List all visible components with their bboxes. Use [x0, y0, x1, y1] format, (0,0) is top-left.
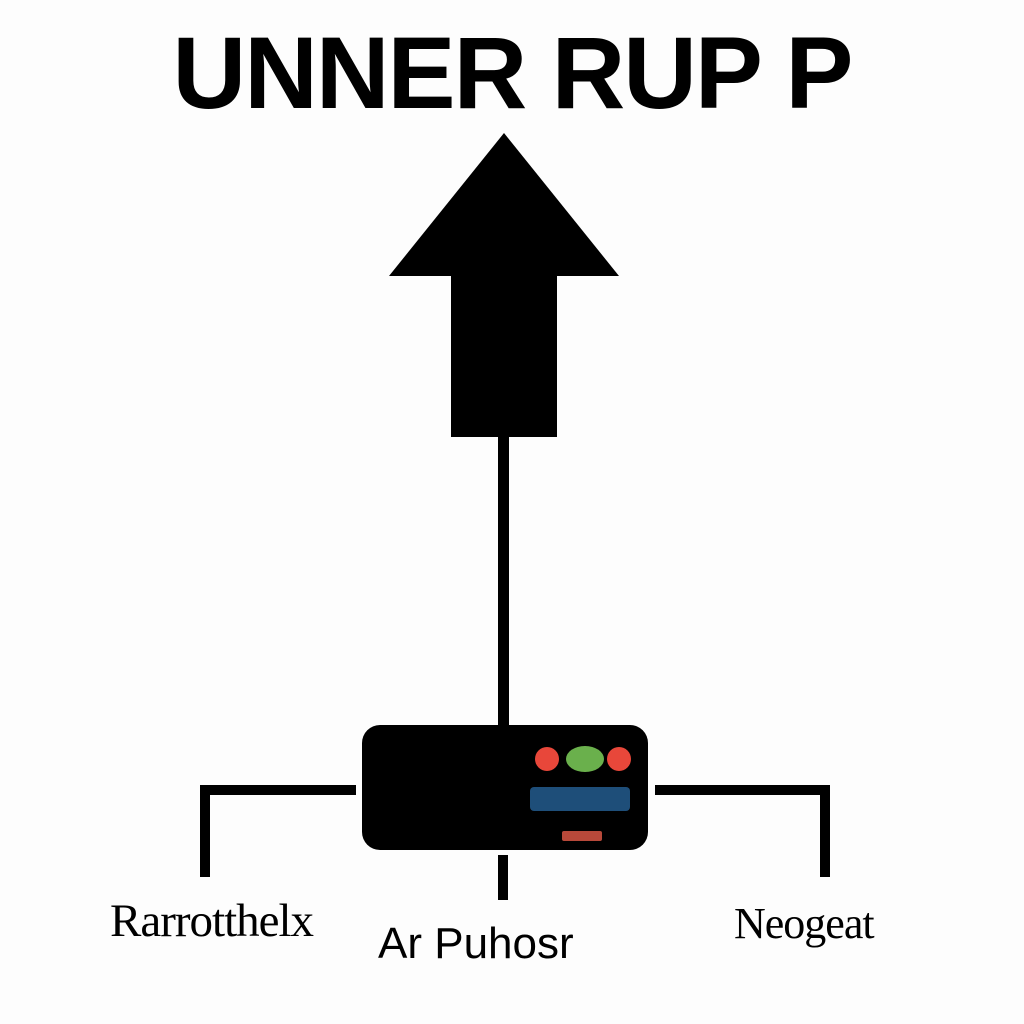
center-label: Ar Puhosr — [378, 919, 574, 968]
red-indicator-left — [535, 747, 559, 771]
red-indicator-right — [607, 747, 631, 771]
green-indicator — [566, 746, 604, 772]
up-arrow-icon — [389, 133, 619, 437]
blue-readout — [530, 787, 630, 811]
diagram-title: UNNER RUP P — [172, 16, 854, 130]
left-label: Rarrotthelx — [110, 895, 314, 947]
control-device — [362, 725, 648, 850]
small-red-readout — [562, 831, 602, 841]
vertical-connector-line — [498, 435, 509, 730]
right-connector — [655, 785, 830, 877]
right-label: Neogeat — [734, 899, 875, 948]
bottom-connector — [498, 855, 508, 900]
left-connector — [200, 785, 356, 877]
